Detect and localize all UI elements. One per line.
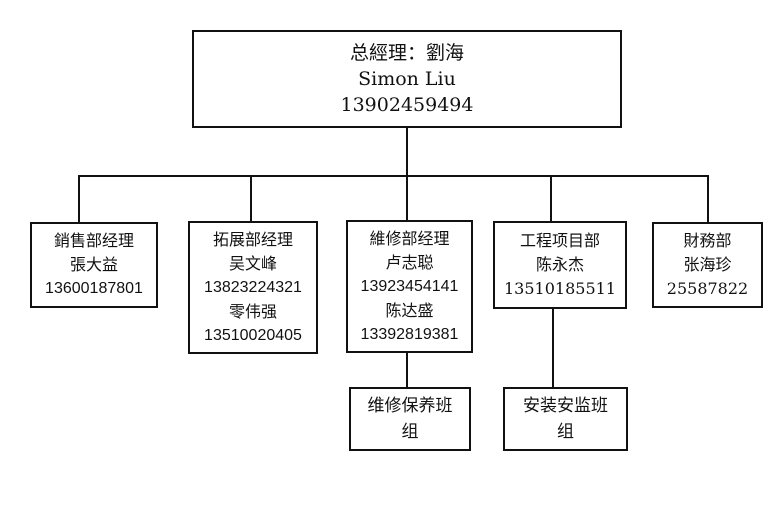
dept-person: 陈达盛 [385,300,434,320]
dept-engineering-box: 工程项目部 陈永杰 13510185511 [493,221,627,309]
dept-maintenance-box: 維修部经理 卢志聪 13923454141 陈达盛 13392819381 [346,220,473,353]
general-manager-box: 总經理：劉海 Simon Liu 13902459494 [192,30,622,128]
dept-person: 張大益 [69,255,118,274]
installation-team-box: 安装安监班 组 [503,387,628,451]
dept-title: 維修部经理 [369,228,450,248]
dept-phone: 13823224321 [204,278,302,296]
sub-unit-line: 维修保养班 [367,396,453,416]
dept-phone: 13510020405 [204,326,302,344]
connector-maintenance [406,175,408,221]
dept-title: 財務部 [683,231,732,250]
dept-phone: 13600187801 [45,280,143,297]
general-manager-english-name: Simon Liu [358,68,456,90]
dept-phone: 13923454141 [360,277,459,295]
connector-installation-team [552,308,554,388]
dept-finance-box: 財務部 张海珍 25587822 [652,222,763,308]
dept-title: 工程项目部 [519,231,600,250]
dept-person: 陈永杰 [535,255,584,274]
dept-phone: 13392819381 [360,325,459,343]
sub-unit-line: 组 [557,422,574,442]
connector-engineering [550,175,552,222]
connector-finance [707,175,709,224]
sub-unit-line: 安装安监班 [523,396,608,416]
connector-sales [78,175,80,223]
dept-phone: 25587822 [666,279,749,298]
dept-sales-box: 銷售部经理 張大益 13600187801 [30,222,158,308]
connector-maintenance-team [406,352,408,388]
general-manager-phone: 13902459494 [340,94,474,116]
dept-title: 銷售部经理 [53,231,134,250]
general-manager-title: 总經理：劉海 [349,42,464,64]
dept-person: 卢志聪 [385,252,434,272]
dept-person: 吴文峰 [228,253,277,273]
connector-horizontal-bus [78,175,709,177]
dept-expansion-box: 拓展部经理 吴文峰 13823224321 零伟强 13510020405 [188,221,318,354]
dept-person: 零伟强 [228,301,277,321]
dept-title: 拓展部经理 [212,229,293,249]
maintenance-team-box: 维修保养班 组 [349,387,471,451]
dept-person: 张海珍 [683,255,732,274]
connector-expansion [250,175,252,222]
connector-top-vertical [406,128,408,176]
sub-unit-line: 组 [401,422,419,442]
dept-phone: 13510185511 [504,279,616,298]
